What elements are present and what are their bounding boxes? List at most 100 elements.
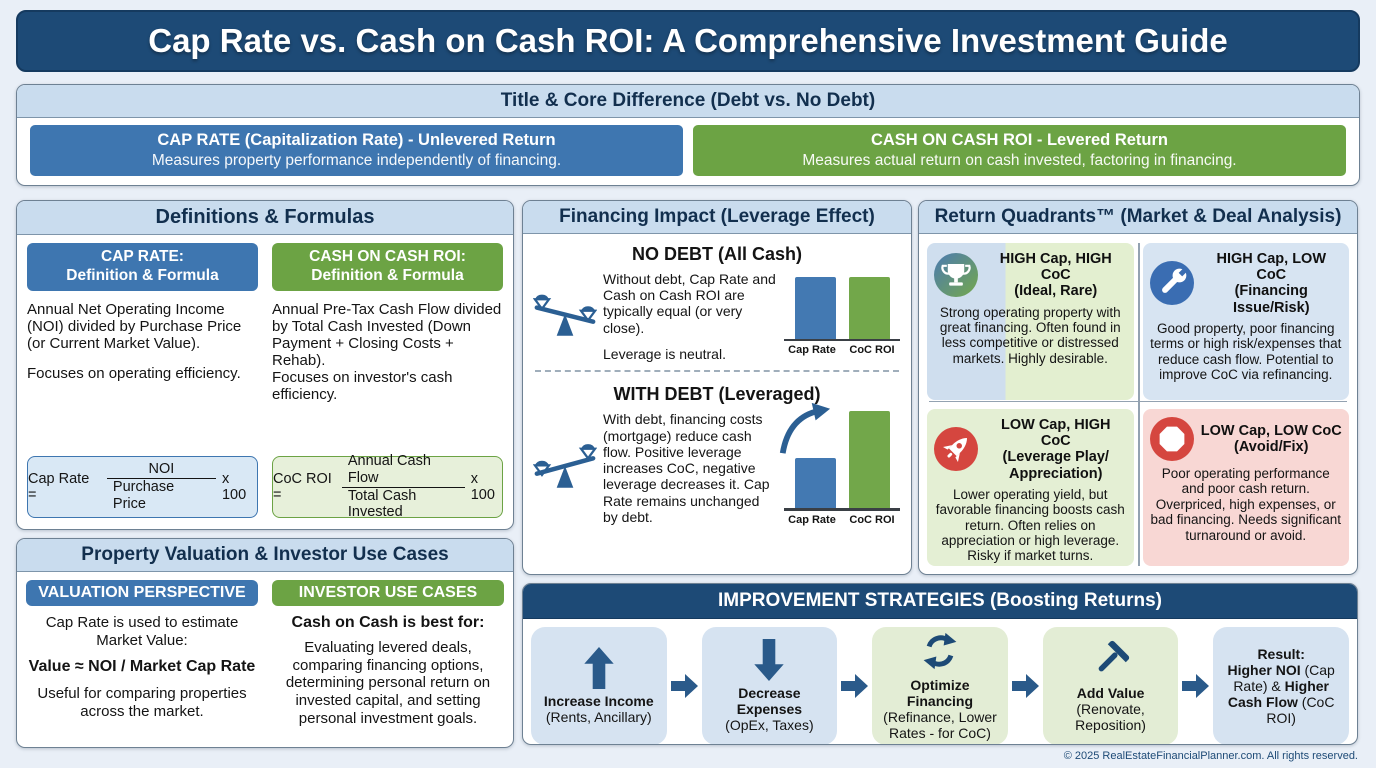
flow-arrow-icon [1011,674,1039,698]
quadrant-high-high-body: Strong operating property with great fin… [939,304,1121,366]
coc-roi-banner: CASH ON CASH ROI - Levered Return Measur… [693,124,1346,177]
trophy-icon [934,253,978,298]
cap-rate-banner-subtitle: Measures property performance independen… [151,152,562,170]
section-improvement: IMPROVEMENT STRATEGIES (Boosting Returns… [522,583,1358,745]
stop-icon [1149,417,1194,461]
result-bold2: Higher Cash Flow [1227,677,1330,711]
quadrant-title-line1: HIGH Cap, HIGH CoC [999,251,1112,284]
coc-formula-box: CoC ROI = Annual Cash Flow Total Cash In… [272,453,503,521]
quadrant-high-low-title: HIGH Cap, LOW CoC (Financing Issue/Risk) [1201,251,1343,316]
coc-definition-body: Annual Pre-Tax Cash Flow divided by Tota… [272,301,503,404]
investor-use-cases-pill: INVESTOR USE CASES [272,579,504,606]
step-bold-label: Decrease Expenses [736,684,803,717]
with-debt-row: With debt, financing costs (mortgage) re… [532,402,901,526]
step-sub-label: (Refinance, Lower Rates - for CoC) [883,709,997,742]
quadrant-high-low-head: HIGH Cap, LOW CoC (Financing Issue/Risk) [1149,251,1343,316]
financing-dashed-divider [535,370,899,373]
refresh-icon [920,631,960,673]
quadrant-title-line1: LOW Cap, LOW CoC [1200,422,1342,439]
step-sub-label: (Renovate, Reposition) [1075,700,1146,734]
cap-rate-definition-column: CAP RATE: Definition & Formula Annual Ne… [27,243,258,404]
improvement-row: Increase Income (Rents, Ancillary) Decre… [523,619,1357,744]
up-arrow-icon [582,646,616,689]
quadrant-grid: HIGH Cap, HIGH CoC (Ideal, Rare) Strong … [919,235,1357,574]
coc-formula-fraction: Annual Cash Flow Total Cash Invested [341,453,465,521]
with-debt-cap-rate-bar [794,458,836,509]
coc-roi-banner-subtitle: Measures actual return on cash invested,… [802,152,1237,170]
investor-body: Evaluating levered deals, comparing fina… [285,638,491,727]
leverage-boost-arrow-icon [775,401,833,464]
step-add-value: Add Value (Renovate, Reposition) [1042,627,1179,744]
no-debt-bars [794,276,890,339]
quadrant-high-high: HIGH Cap, HIGH CoC (Ideal, Rare) Strong … [927,243,1134,400]
page-title: Cap Rate vs. Cash on Cash ROI: A Compreh… [16,10,1360,72]
with-debt-label-coc: CoC ROI [849,513,895,526]
hammer-icon [1091,639,1131,681]
definitions-columns: CAP RATE: Definition & Formula Annual Ne… [17,235,513,404]
quadrant-high-high-title: HIGH Cap, HIGH CoC (Ideal, Rare) [985,251,1127,300]
no-debt-label-cap-rate: Cap Rate [788,344,836,357]
investor-heading: Cash on Cash is best for: [291,613,485,631]
quadrant-title-line2: (Avoid/Fix) [1234,439,1309,455]
core-difference-header: Title & Core Difference (Debt vs. No Deb… [17,85,1359,118]
copyright-text: © 2025 RealEstateFinancialPlanner.com. A… [1063,750,1358,762]
with-debt-label-cap-rate: Cap Rate [788,513,836,526]
section-definitions: Definitions & Formulas CAP RATE: Definit… [16,200,514,530]
coc-box-line1: CASH ON CASH ROI: [309,248,466,266]
section-quadrants: Return Quadrants™ (Market & Deal Analysi… [918,200,1358,575]
result-rest1: (Cap Rate) & [1233,661,1335,694]
rocket-icon [934,427,978,472]
cap-rate-formula-lhs: Cap Rate = [28,471,90,503]
quadrant-high-low-body: Good property, poor financing terms or h… [1150,320,1342,383]
quadrant-title-line2: (Leverage Play/ [1002,449,1109,466]
coc-body1: Annual Pre-Tax Cash Flow divided by Tota… [272,301,502,370]
quadrant-low-low-body: Poor operating performance and poor cash… [1150,466,1342,543]
quadrant-title-line2: (Ideal, Rare) [1014,283,1098,300]
coc-roi-banner-title: CASH ON CASH ROI - Levered Return [870,130,1169,149]
quadrant-low-low: LOW Cap, LOW CoC (Avoid/Fix) Poor operat… [1142,409,1349,566]
quadrant-low-high-title: LOW Cap, HIGH CoC (Leverage Play/ Apprec… [985,417,1127,482]
step-decrease-expenses: Decrease Expenses (OpEx, Taxes) [701,627,838,744]
cap-rate-banner-title: CAP RATE (Capitalization Rate) - Unlever… [157,130,556,149]
quadrant-title-line2: (Financing Issue/Risk) [1232,283,1310,316]
valuation-header: Property Valuation & Investor Use Cases [17,539,513,572]
balance-scale-icon [532,278,598,355]
quadrant-low-low-head: LOW Cap, LOW CoC (Avoid/Fix) [1149,417,1343,461]
quadrants-header: Return Quadrants™ (Market & Deal Analysi… [919,201,1357,234]
definitions-header: Definitions & Formulas [17,201,513,235]
step-bold-label: Increase Income [543,692,654,709]
cap-rate-definition-title-box: CAP RATE: Definition & Formula [27,243,258,291]
flow-arrow-icon [670,674,698,698]
no-debt-bar-labels: Cap Rate CoC ROI [786,344,898,356]
coc-formula-numerator: Annual Cash Flow [347,453,431,486]
coc-definition-title-box: CASH ON CASH ROI: Definition & Formula [272,243,503,291]
quadrant-low-high-body: Lower operating yield, but favorable fin… [935,486,1125,564]
quadrant-title-line3: Appreciation) [1009,465,1103,482]
financing-header: Financing Impact (Leverage Effect) [523,201,911,234]
formula-row: Cap Rate = NOI Purchase Price x 100 CoC … [27,453,503,521]
step-result: Result: Higher NOI (Cap Rate) & Higher C… [1213,627,1349,744]
no-debt-label-coc: CoC ROI [849,344,895,357]
cap-rate-definition-body: Annual Net Operating Income (NOI) divide… [27,301,258,382]
valuation-perspective-column: VALUATION PERSPECTIVE Cap Rate is used t… [26,579,258,727]
quadrant-high-low: HIGH Cap, LOW CoC (Financing Issue/Risk)… [1142,243,1349,400]
step-optimize-financing: Optimize Financing (Refinance, Lower Rat… [872,627,1008,744]
coc-body2: Focuses on investor's cash efficiency. [272,369,453,404]
investor-use-cases-column: INVESTOR USE CASES Cash on Cash is best … [272,579,504,727]
no-debt-note: Leverage is neutral. [603,345,726,362]
page-title-text: Cap Rate vs. Cash on Cash ROI: A Compreh… [148,22,1228,59]
section-financing: Financing Impact (Leverage Effect) NO DE… [522,200,912,575]
no-debt-title: NO DEBT (All Cash) [631,243,802,264]
cap-rate-banner: CAP RATE (Capitalization Rate) - Unlever… [30,124,683,177]
with-debt-text: With debt, financing costs (mortgage) re… [603,411,777,525]
cap-rate-body2: Focuses on operating efficiency. [27,365,241,383]
core-difference-row: CAP RATE (Capitalization Rate) - Unlever… [17,118,1359,184]
valuation-perspective-pill: VALUATION PERSPECTIVE [26,579,258,606]
result-label: Result: [1257,645,1305,662]
step-bold-label: Optimize Financing [906,676,974,709]
coc-formula-lhs: CoC ROI = [273,471,332,503]
no-debt-text: Without debt, Cap Rate and Cash on Cash … [603,271,777,362]
quadrant-vertical-divider [1138,243,1140,566]
with-debt-block: WITH DEBT (Leveraged) With debt, financi… [523,374,911,526]
